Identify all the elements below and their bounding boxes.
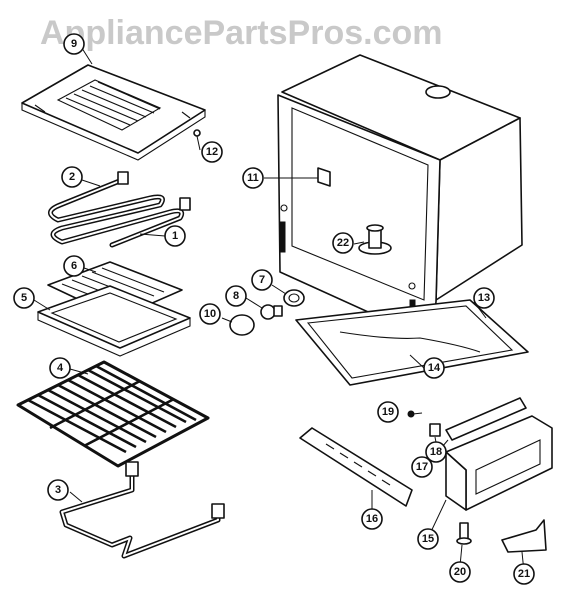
callout-17: 17 — [411, 456, 433, 478]
part-8-light-bulb — [260, 304, 283, 320]
callout-1: 1 — [164, 225, 186, 247]
part-21-bracket — [501, 519, 547, 553]
callout-2: 2 — [61, 166, 83, 188]
svg-text:2: 2 — [69, 171, 75, 183]
svg-text:8: 8 — [233, 290, 239, 302]
svg-text:9: 9 — [71, 38, 77, 50]
callout-11: 11 — [242, 167, 264, 189]
part-12-screw — [193, 129, 201, 137]
svg-text:21: 21 — [518, 568, 530, 580]
part-11-clip — [317, 167, 331, 187]
svg-text:18: 18 — [430, 446, 442, 458]
watermark-text: AppliancePartsPros.com — [40, 14, 442, 52]
part-10-light-lens — [229, 314, 255, 336]
svg-text:19: 19 — [382, 406, 394, 418]
part-3-bake-element — [59, 461, 225, 559]
svg-text:20: 20 — [454, 566, 466, 578]
svg-text:10: 10 — [204, 308, 216, 320]
svg-text:13: 13 — [478, 292, 490, 304]
svg-text:11: 11 — [247, 172, 259, 184]
svg-text:17: 17 — [416, 461, 428, 473]
svg-text:7: 7 — [259, 274, 265, 286]
callout-12: 12 — [201, 141, 223, 163]
svg-text:14: 14 — [428, 362, 441, 374]
callout-7: 7 — [251, 269, 273, 291]
svg-text:3: 3 — [55, 484, 61, 496]
callout-15: 15 — [417, 528, 439, 550]
callout-3: 3 — [47, 479, 69, 501]
part-7-light-socket — [283, 289, 305, 307]
svg-text:16: 16 — [366, 513, 378, 525]
callout-19: 19 — [377, 401, 399, 423]
svg-text:15: 15 — [422, 533, 434, 545]
callout-16: 16 — [361, 508, 383, 530]
svg-text:1: 1 — [172, 230, 178, 242]
callout-13: 13 — [473, 287, 495, 309]
callout-5: 5 — [13, 287, 35, 309]
callout-9: 9 — [63, 33, 85, 55]
callout-8: 8 — [225, 285, 247, 307]
part-13-bottom-panel — [295, 299, 529, 386]
callout-4: 4 — [49, 357, 71, 379]
part-4-oven-rack — [16, 360, 210, 468]
svg-text:22: 22 — [337, 237, 349, 249]
callout-20: 20 — [449, 561, 471, 583]
callout-21: 21 — [513, 563, 535, 585]
callout-22: 22 — [332, 232, 354, 254]
svg-text:12: 12 — [206, 146, 218, 158]
part-18-clip — [429, 423, 441, 437]
part-16-vent-bracket — [299, 427, 413, 507]
callout-10: 10 — [199, 303, 221, 325]
part-15-drawer-frame — [445, 415, 553, 511]
part-9-broil-cover — [21, 64, 206, 161]
svg-text:4: 4 — [57, 362, 64, 374]
callout-6: 6 — [63, 255, 85, 277]
part-17-drawer-rail — [445, 397, 527, 441]
svg-text:6: 6 — [71, 260, 77, 272]
callout-14: 14 — [423, 357, 445, 379]
part-22-sensor — [358, 224, 392, 255]
part-5-broiler-pan — [37, 285, 191, 357]
svg-text:5: 5 — [21, 292, 27, 304]
oven-cavity — [277, 54, 523, 341]
part-2-broil-element — [48, 171, 191, 248]
part-20-leveling-leg — [456, 522, 472, 545]
callout-18: 18 — [425, 441, 447, 463]
